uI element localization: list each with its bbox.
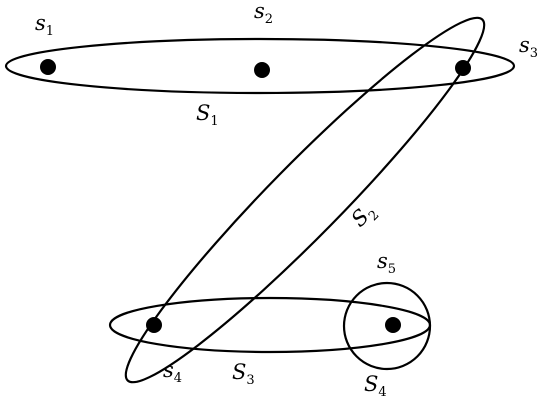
point-label-s4: s4 <box>163 358 182 386</box>
point-label-s5: s5 <box>377 249 396 277</box>
set-s1-ellipse <box>4 37 516 95</box>
point-label-s2: s2 <box>254 0 273 27</box>
point-label-s3: s3 <box>519 33 538 61</box>
point-s3-dot <box>455 60 471 76</box>
point-s2-dot <box>254 62 270 78</box>
point-s4-dot <box>146 317 162 333</box>
set-label-s3: S3 <box>232 360 255 388</box>
set-label-s4: S4 <box>364 372 387 400</box>
point-label-s1: s1 <box>35 11 54 39</box>
set-label-s1: S1 <box>196 101 219 129</box>
point-s5-dot <box>385 317 401 333</box>
set-s2-ellipse <box>124 16 486 384</box>
point-s1-dot <box>40 59 56 75</box>
set-s4-circle <box>342 281 432 371</box>
